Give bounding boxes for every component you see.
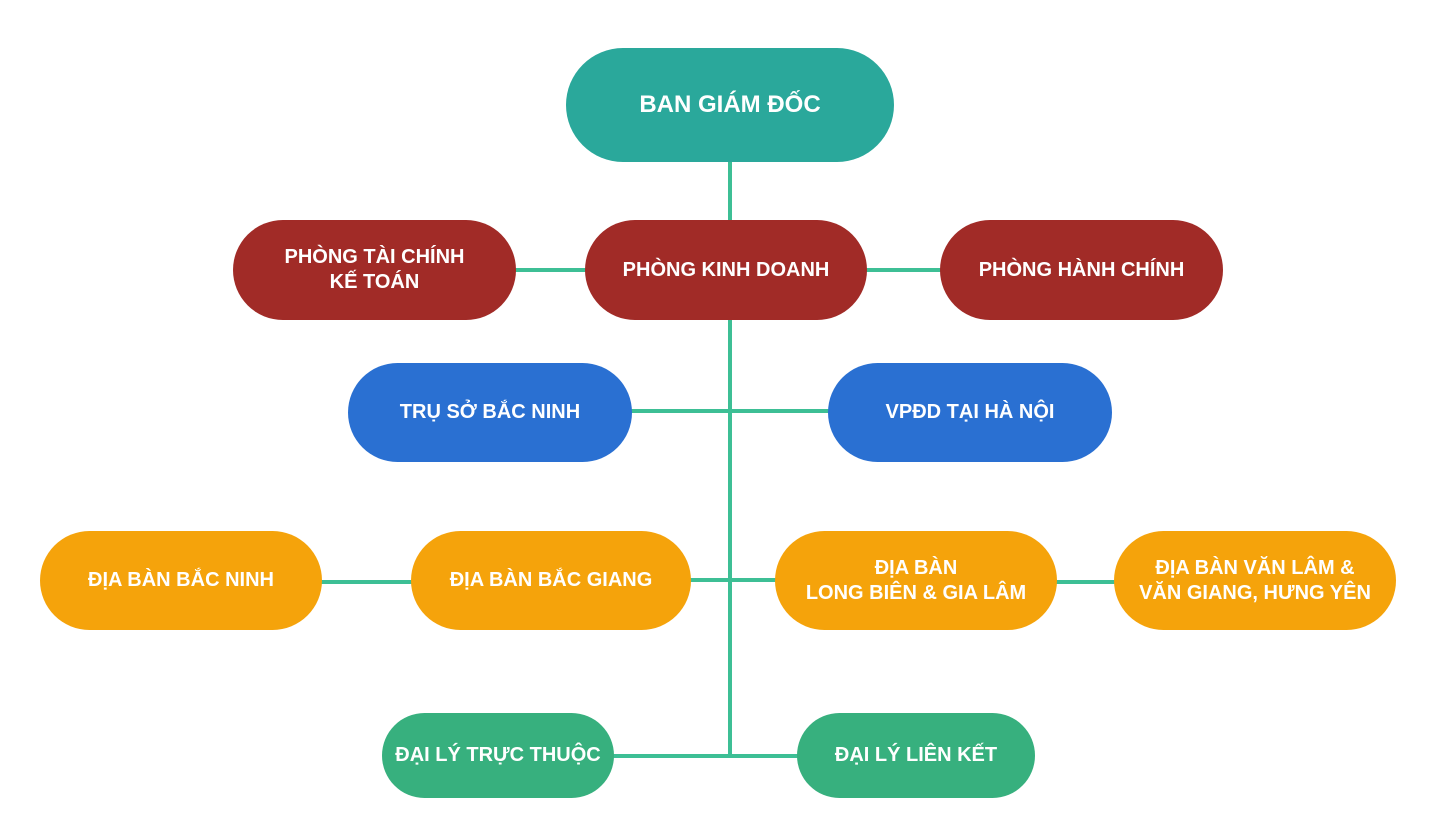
node-label: ĐẠI LÝ TRỰC THUỘC [395,744,601,766]
node-label: ĐẠI LÝ LIÊN KẾT [834,744,998,766]
node-label: ĐỊA BÀN BẮC NINH [88,569,274,591]
node-label-line-2: VĂN GIANG, HƯNG YÊN [1139,581,1371,604]
node-area-vanlam-vangiang: ĐỊA BÀN VĂN LÂM & VĂN GIANG, HƯNG YÊN [1114,531,1396,630]
node-board-of-directors: BAN GIÁM ĐỐC [566,48,894,162]
node-label-line-1: ĐỊA BÀN [874,556,958,579]
node-area-bacninh: ĐỊA BÀN BẮC NINH [40,531,322,630]
node-headquarters-bacninh: TRỤ SỞ BẮC NINH [348,363,632,462]
node-direct-agents: ĐẠI LÝ TRỰC THUỘC [382,713,614,798]
node-label: TRỤ SỞ BẮC NINH [399,401,581,423]
node-sales-department: PHÒNG KINH DOANH [585,220,867,320]
node-area-longbien-gialam: ĐỊA BÀN LONG BIÊN & GIA LÂM [775,531,1057,630]
node-label-line-2: KẾ TOÁN [329,271,420,293]
node-label-line-2: LONG BIÊN & GIA LÂM [805,581,1027,604]
node-label-line-1: PHÒNG TÀI CHÍNH [284,246,465,268]
node-label: VPĐD TẠI HÀ NỘI [885,401,1055,423]
node-label: BAN GIÁM ĐỐC [639,91,821,118]
node-label: ĐỊA BÀN BẮC GIANG [449,569,653,591]
node-rep-office-hanoi: VPĐD TẠI HÀ NỘI [828,363,1112,462]
node-label: PHÒNG HÀNH CHÍNH [978,258,1185,281]
node-finance-accounting: PHÒNG TÀI CHÍNH KẾ TOÁN [233,220,516,320]
node-label: PHÒNG KINH DOANH [622,258,830,281]
node-admin-department: PHÒNG HÀNH CHÍNH [940,220,1223,320]
node-area-bacgiang: ĐỊA BÀN BẮC GIANG [411,531,691,630]
node-linked-agents: ĐẠI LÝ LIÊN KẾT [797,713,1035,798]
node-label-line-1: ĐỊA BÀN VĂN LÂM & [1155,556,1355,579]
